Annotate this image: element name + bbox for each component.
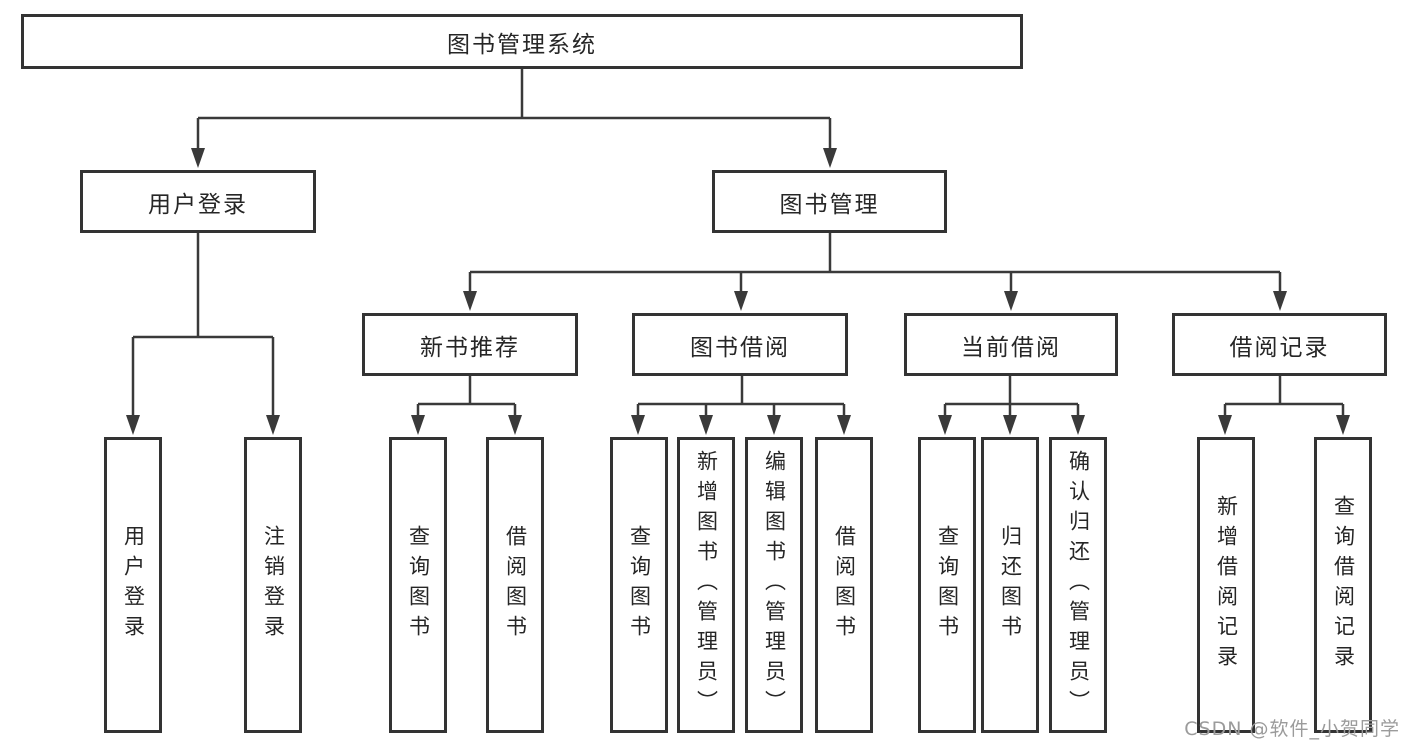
node-new-book-recommend-label: 新书推荐 (420, 334, 520, 361)
connector-user-login-to-leaves (131, 233, 275, 417)
node-leaf-query-borrow-record-label: 查询借阅记录 (1331, 495, 1356, 675)
arrowheads (126, 148, 1350, 435)
node-leaf-confirm-return-admin: 确认归还（管理员） (1049, 437, 1107, 733)
node-current-borrowing-label: 当前借阅 (961, 334, 1061, 361)
node-leaf-edit-books-admin-label: 编辑图书（管理员） (762, 450, 787, 720)
node-leaf-query-books-current-label: 查询图书 (935, 525, 960, 645)
node-current-borrowing: 当前借阅 (904, 313, 1118, 376)
node-book-borrowing-label: 图书借阅 (690, 334, 790, 361)
node-book-borrowing: 图书借阅 (632, 313, 848, 376)
arrowhead (938, 415, 952, 435)
node-borrowing-records: 借阅记录 (1172, 313, 1387, 376)
arrowhead (837, 415, 851, 435)
arrowhead (767, 415, 781, 435)
node-library-management-system: 图书管理系统 (21, 14, 1023, 69)
node-leaf-query-books-borrowing: 查询图书 (610, 437, 668, 733)
node-leaf-query-books-current: 查询图书 (918, 437, 976, 733)
arrowhead (266, 415, 280, 435)
arrowhead (1273, 291, 1287, 311)
node-book-management: 图书管理 (712, 170, 947, 233)
node-leaf-edit-books-admin: 编辑图书（管理员） (745, 437, 803, 733)
node-book-management-label: 图书管理 (779, 191, 880, 218)
connector-book-borrow-to-leaves (636, 376, 846, 417)
node-leaf-query-books-newbook: 查询图书 (389, 437, 447, 733)
arrowhead (1003, 415, 1017, 435)
connector-current-borrow-to-leaves (943, 376, 1080, 417)
arrowhead (823, 148, 837, 168)
arrowhead (411, 415, 425, 435)
node-leaf-add-borrow-record-label: 新增借阅记录 (1214, 495, 1239, 675)
arrowhead (1071, 415, 1085, 435)
node-leaf-logout-label: 注销登录 (261, 525, 286, 645)
node-leaf-borrow-books-borrowing-label: 借阅图书 (832, 525, 857, 645)
arrowhead (463, 291, 477, 311)
node-user-login: 用户登录 (80, 170, 316, 233)
node-leaf-user-login-label: 用户登录 (121, 525, 146, 645)
arrowhead (1218, 415, 1232, 435)
connector-borrow-record-to-leaves (1223, 376, 1345, 417)
node-library-management-system-label: 图书管理系统 (447, 31, 597, 58)
node-leaf-logout: 注销登录 (244, 437, 302, 733)
node-new-book-recommend: 新书推荐 (362, 313, 578, 376)
arrowhead (508, 415, 522, 435)
arrowhead (734, 291, 748, 311)
node-leaf-add-borrow-record: 新增借阅记录 (1197, 437, 1255, 733)
node-leaf-user-login: 用户登录 (104, 437, 162, 733)
node-leaf-return-books-label: 归还图书 (998, 525, 1023, 645)
node-leaf-query-books-borrowing-label: 查询图书 (627, 525, 652, 645)
connector-root-to-level2 (196, 67, 832, 150)
arrowhead (631, 415, 645, 435)
node-user-login-label: 用户登录 (148, 191, 248, 218)
node-leaf-borrow-books-newbook: 借阅图书 (486, 437, 544, 733)
arrowhead (191, 148, 205, 168)
node-leaf-confirm-return-admin-label: 确认归还（管理员） (1066, 450, 1091, 720)
arrowhead (1336, 415, 1350, 435)
node-leaf-add-books-admin-label: 新增图书（管理员） (694, 450, 719, 720)
node-leaf-add-books-admin: 新增图书（管理员） (677, 437, 735, 733)
node-leaf-query-borrow-record: 查询借阅记录 (1314, 437, 1372, 733)
connector-new-book-to-leaves (416, 376, 517, 417)
node-leaf-query-books-newbook-label: 查询图书 (406, 525, 431, 645)
node-leaf-borrow-books-borrowing: 借阅图书 (815, 437, 873, 733)
arrowhead (699, 415, 713, 435)
node-borrowing-records-label: 借阅记录 (1229, 334, 1330, 361)
connector-book-mgmt-to-level3 (468, 233, 1282, 295)
arrowhead (1004, 291, 1018, 311)
node-leaf-return-books: 归还图书 (981, 437, 1039, 733)
csdn-watermark: CSDN @软件_小贺同学 (1184, 718, 1400, 740)
node-leaf-borrow-books-newbook-label: 借阅图书 (503, 525, 528, 645)
arrowhead (126, 415, 140, 435)
